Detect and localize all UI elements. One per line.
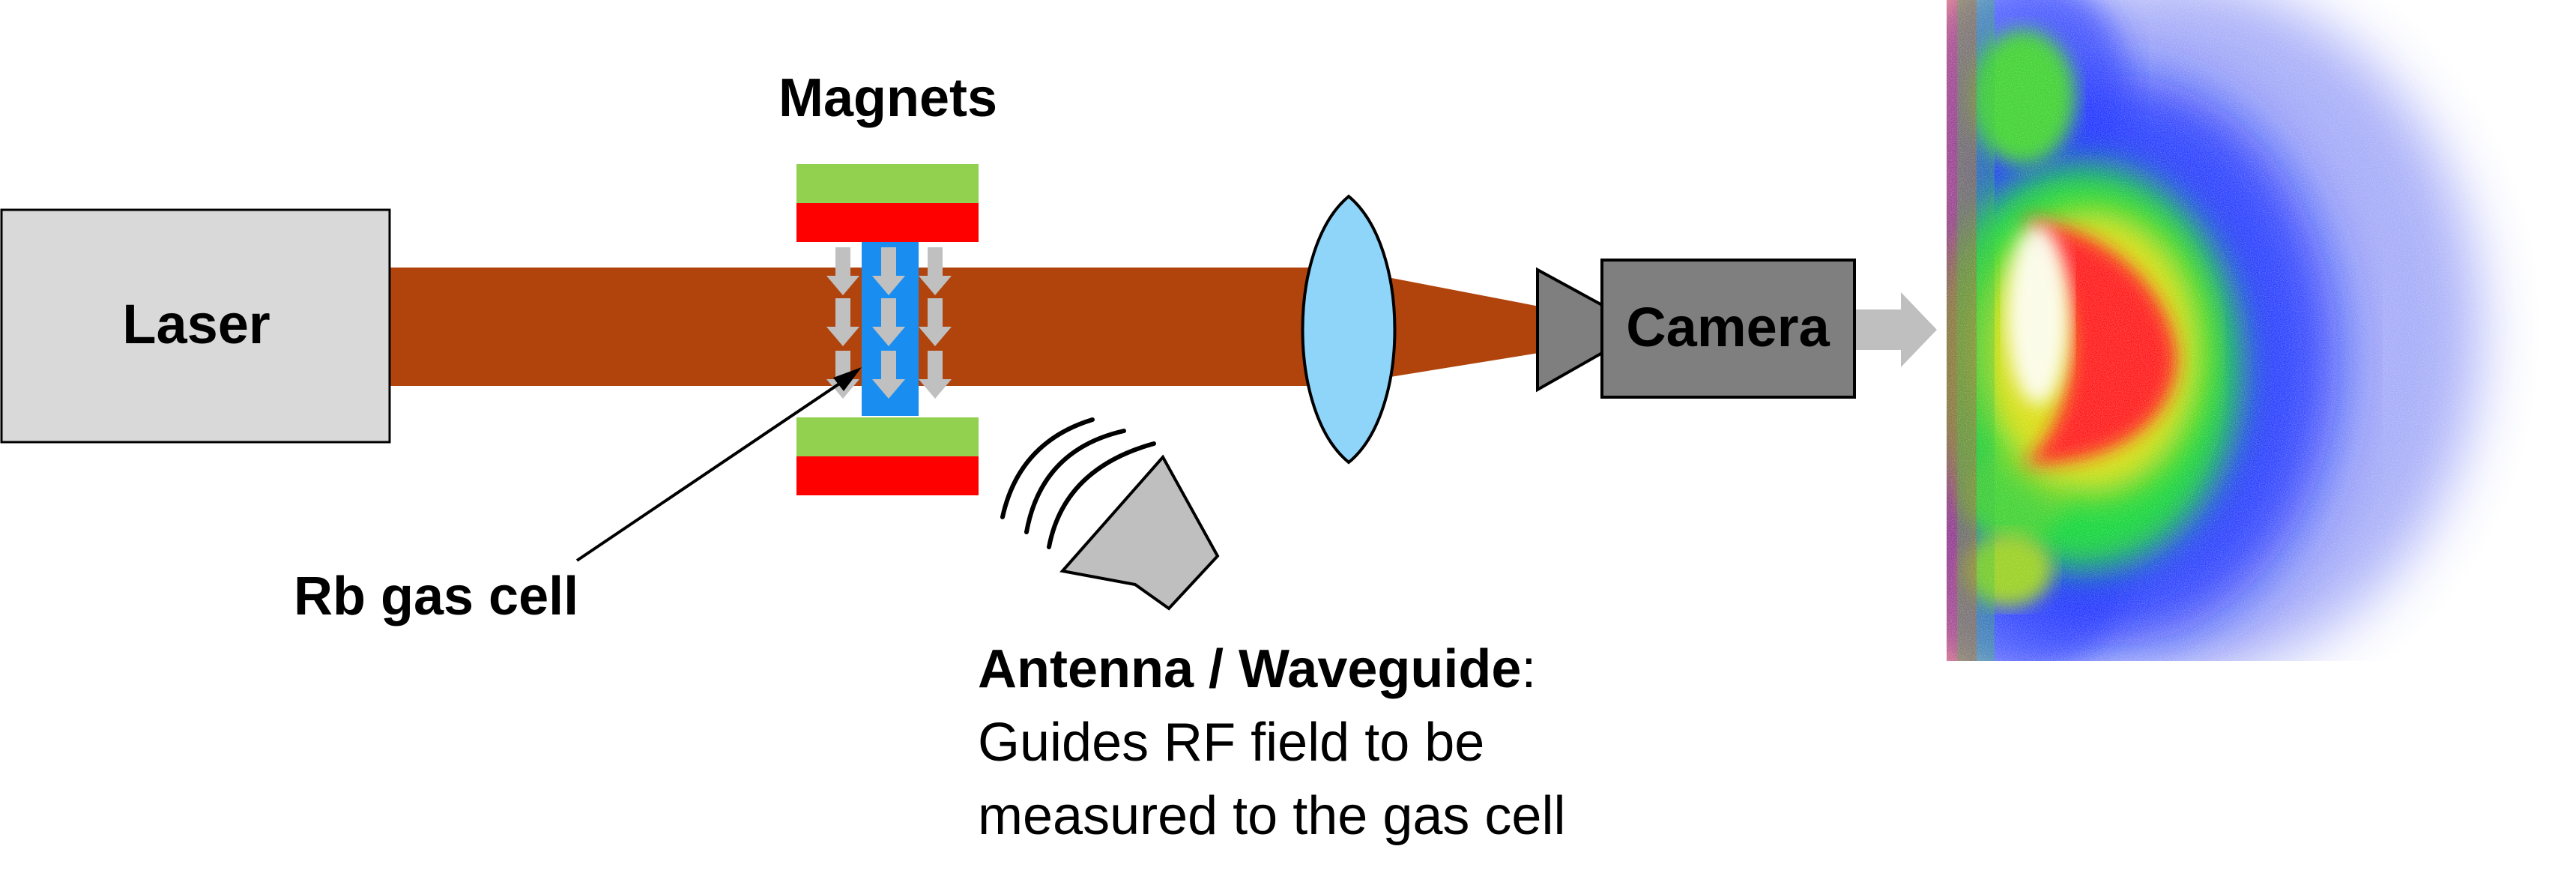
rb-gas-cell-pointer [575,367,862,562]
convex-lens-icon [1301,194,1397,465]
horn-antenna-icon [1059,454,1220,611]
magnets-label: Magnets [778,68,997,128]
camera-label: Camera [1626,296,1830,358]
field-arrow-2-2 [919,351,952,399]
camera-icon: Camera [1536,259,1856,399]
field-arrow-1-1 [872,298,905,346]
laser-label: Laser [122,293,270,355]
antenna-description-line1: Guides RF field to be [978,713,1484,773]
laser-box: Laser [0,208,391,444]
antenna-title: Antenna / Waveguide: [978,639,1536,699]
measured-field-image [1947,0,2576,661]
magnetic-field-arrows [826,247,952,399]
field-arrow-0-0 [826,247,859,295]
rb-gas-cell-label: Rb gas cell [294,567,578,626]
antenna-description-line2: measured to the gas cell [978,786,1565,846]
field-arrow-2-1 [919,298,952,346]
output-arrow [1856,292,1937,367]
magnet-top [796,164,979,242]
magnet-bottom [796,417,979,495]
focused-beam [1349,270,1544,384]
field-arrow-2-0 [919,247,952,295]
field-arrow-0-1 [826,298,859,346]
rf-wave-arcs-icon [1000,417,1156,549]
field-arrow-1-2 [872,351,905,399]
field-arrow-1-0 [872,247,905,295]
